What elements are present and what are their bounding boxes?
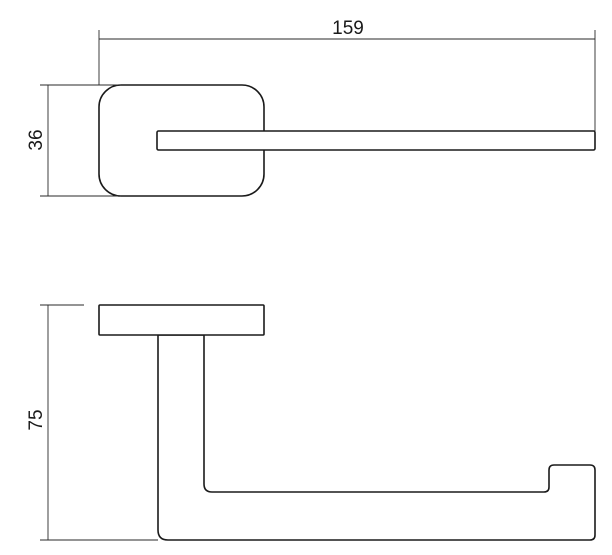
side-view: [98, 304, 596, 541]
width-dimension-label: 159: [332, 18, 364, 39]
top-view: [98, 84, 596, 197]
top-view-bar: [156, 130, 596, 151]
height-side-dimension: 75: [26, 304, 158, 541]
width-dimension: 159: [98, 18, 596, 131]
height-top-dimension-label: 36: [26, 129, 47, 150]
height-side-dimension-label: 75: [26, 409, 47, 430]
side-view-mount-plate: [98, 304, 265, 336]
height-top-dimension: 36: [26, 84, 121, 197]
side-view-l-bar: [157, 334, 596, 541]
